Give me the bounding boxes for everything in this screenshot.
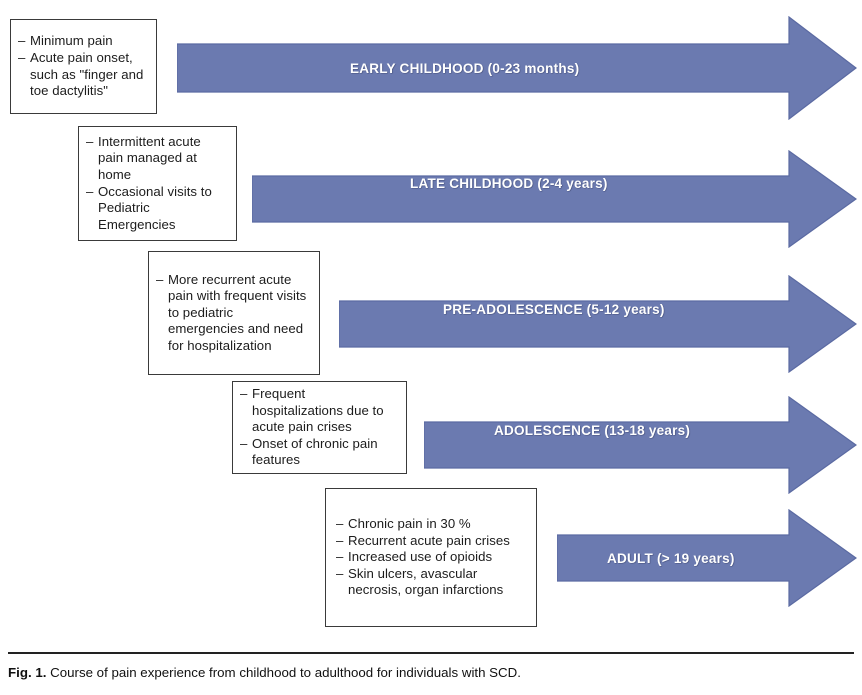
- callout-list: Intermittent acute pain managed at home …: [86, 134, 227, 234]
- callout-box-adult: Chronic pain in 30 % Recurrent acute pai…: [325, 488, 537, 627]
- callout-box-adolescence: Frequent hospitalizations due to acute p…: [232, 381, 407, 474]
- callout-list: More recurrent acute pain with frequent …: [156, 272, 310, 355]
- callout-item: Occasional visits to Pediatric Emergenci…: [86, 184, 227, 234]
- callout-list: Frequent hospitalizations due to acute p…: [240, 386, 397, 469]
- figure-caption: Fig. 1. Course of pain experience from c…: [8, 664, 854, 681]
- stage-arrow-adult: [557, 509, 857, 607]
- callout-item: Increased use of opioids: [336, 549, 527, 566]
- figure-caption-label: Fig. 1.: [8, 665, 47, 680]
- callout-list: Chronic pain in 30 % Recurrent acute pai…: [336, 516, 527, 599]
- callout-item: Recurrent acute pain crises: [336, 533, 527, 550]
- stage-arrow-late-childhood: [252, 150, 857, 248]
- stage-arrow-pre-adolescence: [339, 275, 857, 373]
- callout-item: Minimum pain: [18, 33, 147, 50]
- callout-box-early-childhood: Minimum pain Acute pain onset, such as "…: [10, 19, 157, 114]
- callout-item: Intermittent acute pain managed at home: [86, 134, 227, 184]
- stage-arrow-adolescence: [424, 396, 857, 494]
- callout-item: Chronic pain in 30 %: [336, 516, 527, 533]
- callout-box-pre-adolescence: More recurrent acute pain with frequent …: [148, 251, 320, 375]
- callout-item: Acute pain onset, such as "finger and to…: [18, 50, 147, 100]
- callout-item: More recurrent acute pain with frequent …: [156, 272, 310, 355]
- callout-list: Minimum pain Acute pain onset, such as "…: [18, 33, 147, 99]
- callout-item: Skin ulcers, avascular necrosis, organ i…: [336, 566, 527, 599]
- callout-item: Onset of chronic pain features: [240, 436, 397, 469]
- figure-caption-text: Course of pain experience from childhood…: [50, 665, 521, 680]
- stage-arrow-early-childhood: [177, 16, 857, 120]
- caption-divider: [8, 652, 854, 654]
- callout-box-late-childhood: Intermittent acute pain managed at home …: [78, 126, 237, 241]
- callout-item: Frequent hospitalizations due to acute p…: [240, 386, 397, 436]
